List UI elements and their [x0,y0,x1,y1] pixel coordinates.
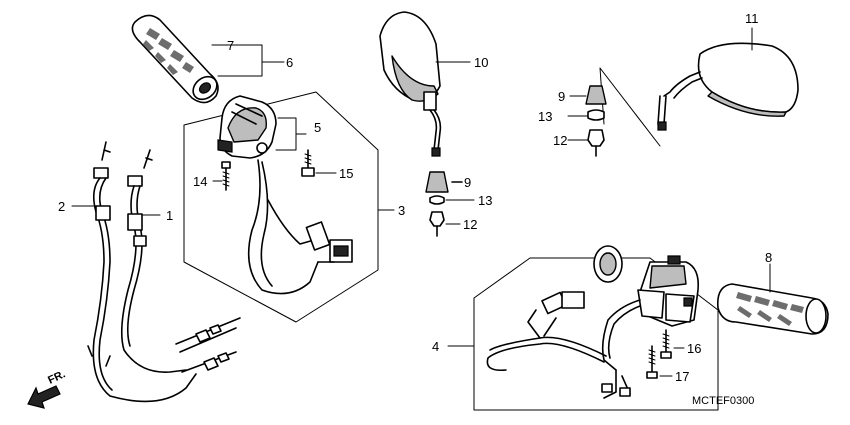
forward-direction-arrow [27,385,61,409]
callout-14: 14 [193,174,207,189]
callout-4: 4 [432,339,439,354]
diagram-code: MCTEF0300 [692,395,754,407]
left-grip [131,14,285,104]
mirror-adapter-set-right [567,67,661,157]
right-mirror [657,27,799,131]
screw-16 [660,329,685,359]
callout-9-left: 9 [464,175,471,190]
callout-8: 8 [765,250,772,265]
callout-12-left: 12 [463,217,477,232]
callout-3: 3 [398,203,405,218]
callout-16: 16 [687,341,701,356]
callout-11: 11 [745,11,759,26]
left-mirror [379,11,471,157]
callout-7: 7 [227,38,234,53]
callout-2: 2 [58,199,65,214]
callout-12-right: 12 [553,133,567,148]
callout-10: 10 [474,55,488,70]
callout-13-right: 13 [538,109,552,124]
callout-1: 1 [166,208,173,223]
screw-14 [212,161,231,191]
direction-label: FR. [46,368,67,386]
callout-9-right: 9 [558,89,565,104]
right-grip [716,263,829,335]
callout-6: 6 [286,55,293,70]
screw-15 [301,149,337,177]
screw-17 [646,345,673,379]
right-switch-assembly [447,245,719,411]
callout-15: 15 [339,166,353,181]
callout-5: 5 [314,120,321,135]
mirror-adapter-set-left [425,171,475,237]
callout-13-left: 13 [478,193,492,208]
left-switch-assembly [183,91,395,323]
throttle-cables [71,141,241,403]
callout-17: 17 [675,369,689,384]
